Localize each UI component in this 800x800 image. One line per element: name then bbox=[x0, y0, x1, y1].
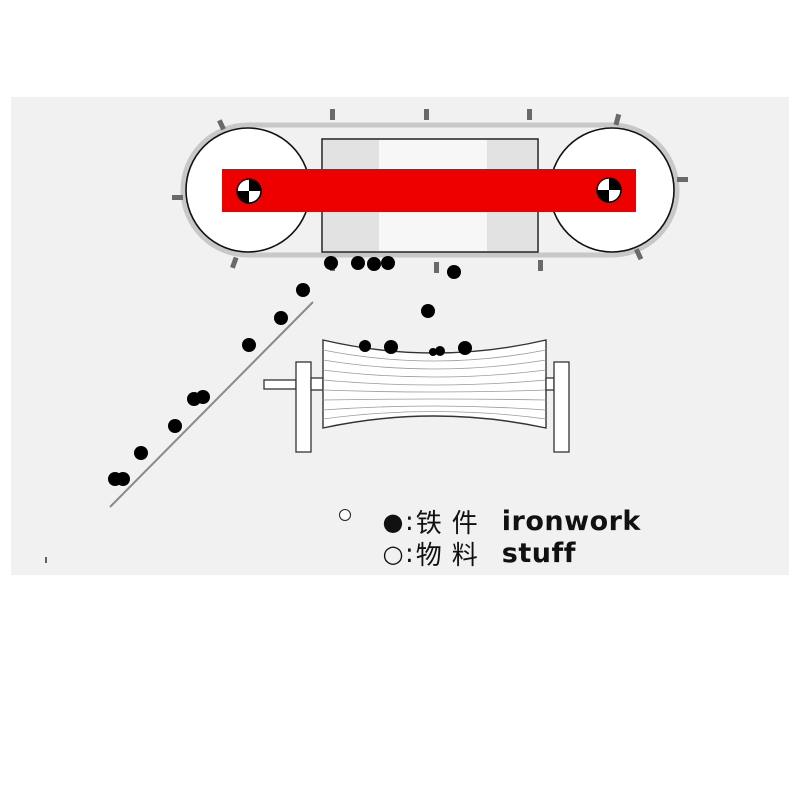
legend-label-en: ironwork bbox=[501, 506, 641, 537]
hollow-circle-icon bbox=[339, 509, 351, 521]
ironwork-particle bbox=[324, 256, 338, 270]
bearing-cross-icon bbox=[596, 177, 622, 203]
ironwork-particle bbox=[196, 390, 210, 404]
ironwork-particles bbox=[108, 256, 472, 486]
ironwork-particle bbox=[116, 472, 130, 486]
hollow-circle-icon: ○ bbox=[382, 539, 404, 568]
ironwork-particle bbox=[367, 257, 381, 271]
idler-roller bbox=[263, 339, 570, 453]
magnet-bar bbox=[222, 169, 636, 212]
ironwork-particle bbox=[384, 340, 398, 354]
ironwork-particle bbox=[429, 348, 437, 356]
ironwork-particle bbox=[421, 304, 435, 318]
ironwork-particle bbox=[447, 265, 461, 279]
conveyor-belt bbox=[180, 122, 680, 258]
ironwork-particle bbox=[274, 311, 288, 325]
filled-circle-icon: ● bbox=[382, 507, 404, 536]
legend-label-cn: 铁件 bbox=[415, 509, 488, 539]
ironwork-particle bbox=[435, 346, 445, 356]
discharge-chute bbox=[109, 301, 314, 508]
bearing-cross-icon bbox=[236, 178, 262, 204]
ironwork-particle bbox=[134, 446, 148, 460]
legend-colon: : bbox=[405, 506, 414, 537]
legend-colon: : bbox=[405, 538, 414, 569]
legend-item-stuff: ○ : 物料 stuff bbox=[381, 535, 576, 572]
legend-label-cn: 物料 bbox=[415, 541, 488, 571]
ironwork-particle bbox=[351, 256, 365, 270]
legend-item-ironwork: ● : 铁件 ironwork bbox=[381, 503, 641, 540]
ironwork-particle bbox=[359, 340, 371, 352]
ironwork-particle bbox=[458, 341, 472, 355]
ironwork-particle bbox=[381, 256, 395, 270]
legend-label-en: stuff bbox=[501, 538, 576, 569]
ironwork-particle bbox=[242, 338, 256, 352]
ironwork-particle bbox=[168, 419, 182, 433]
ironwork-particle bbox=[296, 283, 310, 297]
